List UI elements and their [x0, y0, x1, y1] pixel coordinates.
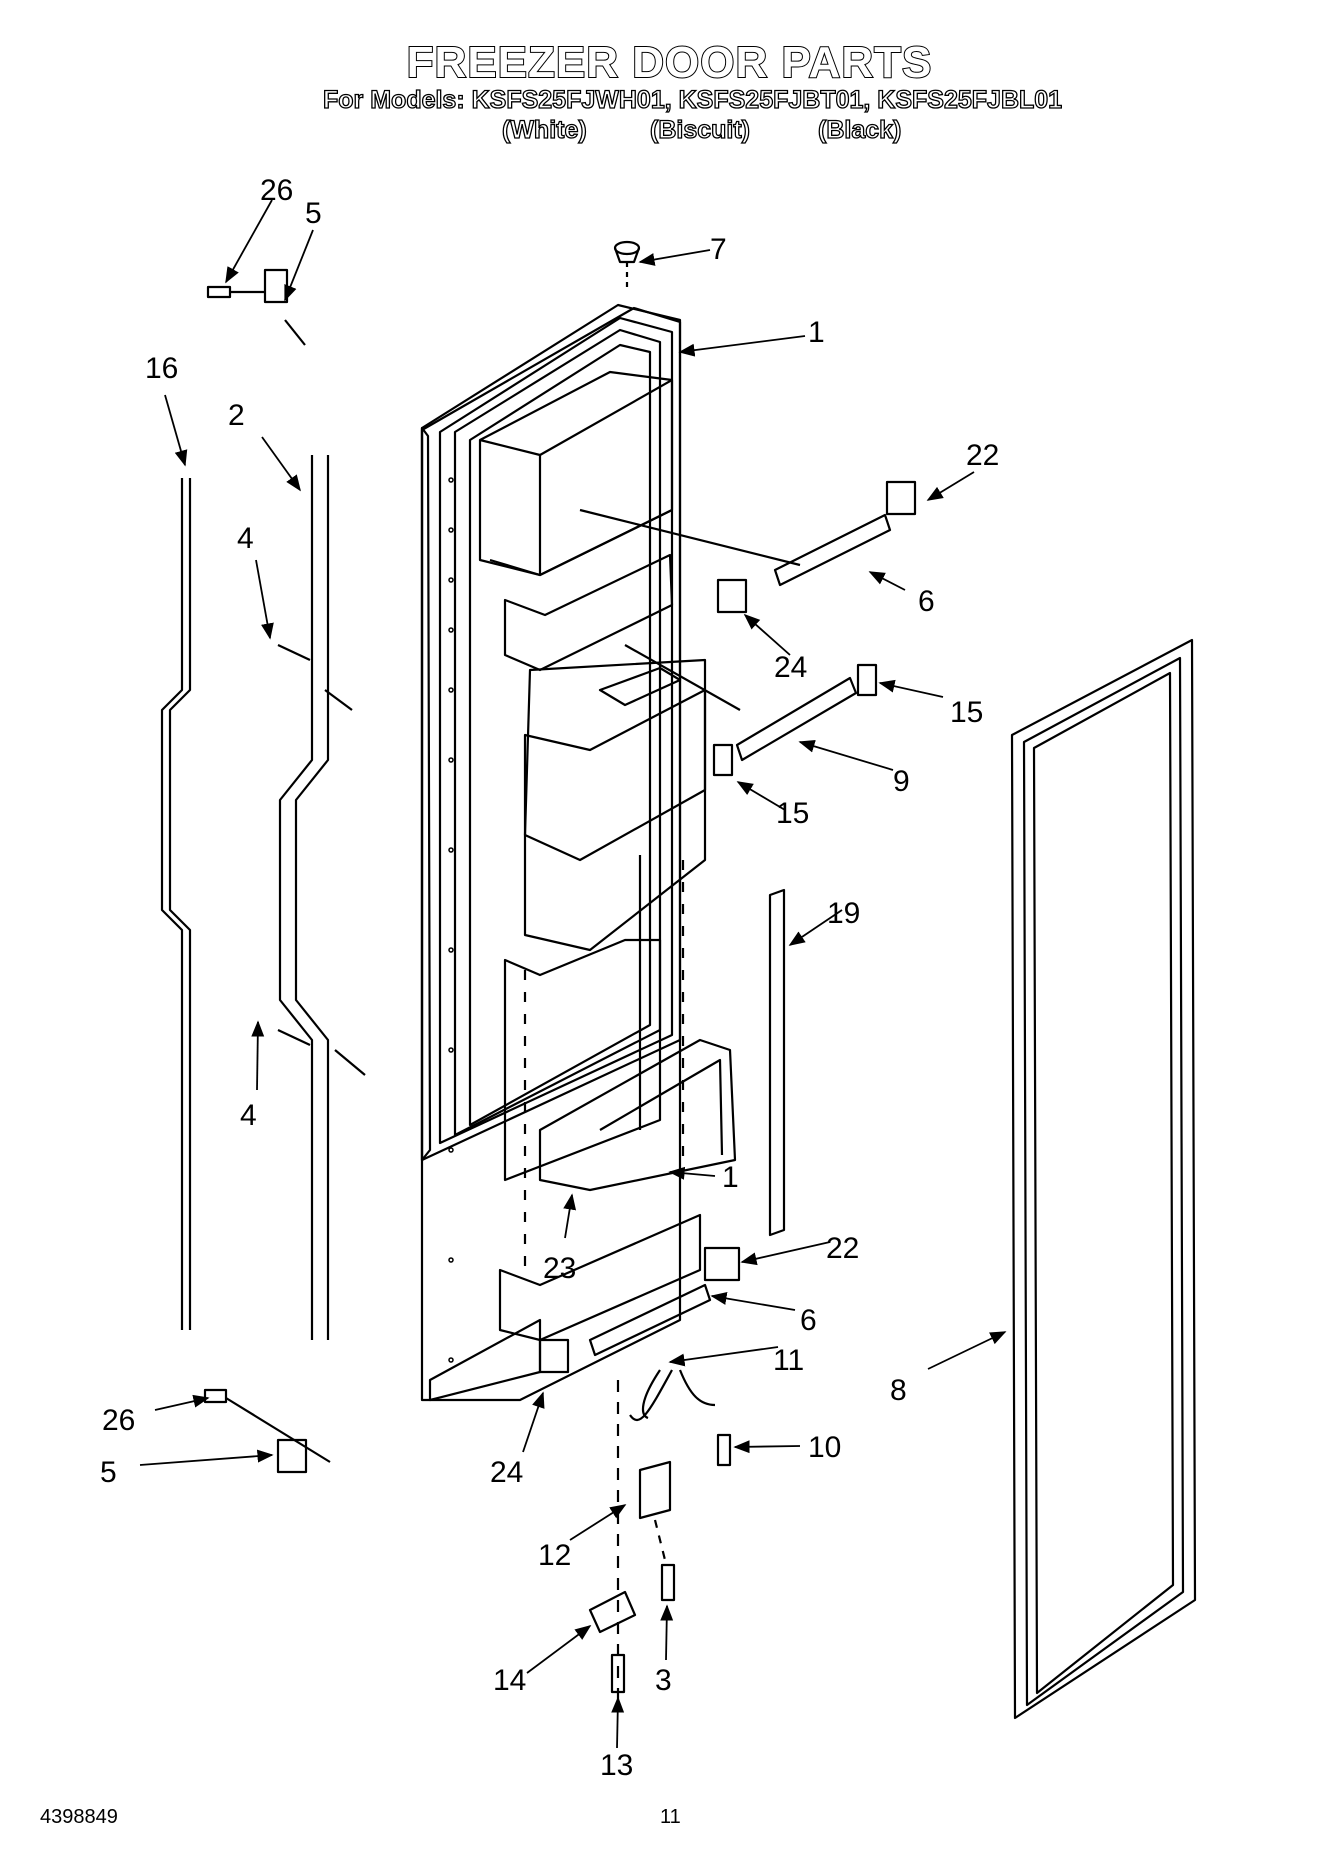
callout-8: 8: [890, 1374, 907, 1407]
callout-23: 23: [543, 1252, 576, 1285]
clip-part-24-lower: [538, 1338, 570, 1374]
wire-harness-part-11: [629, 1369, 716, 1422]
rail-part-6-lower: [588, 1283, 712, 1357]
callout-15-lower: 15: [776, 797, 809, 830]
page-title: FREEZER DOOR PARTS: [406, 37, 933, 88]
callout-9: 9: [893, 765, 910, 798]
callout-24-bottom: 24: [490, 1456, 523, 1489]
rail-part-6-top: [773, 513, 892, 587]
hinge-bar-part-2: [278, 455, 314, 1340]
header: FREEZER DOOR PARTS For Models: KSFS25FJW…: [0, 0, 1339, 150]
callout-4-top: 4: [237, 522, 254, 555]
callout-26-top: 26: [260, 174, 293, 207]
callout-11: 11: [773, 1344, 804, 1377]
page-number: 11: [660, 1806, 681, 1828]
bracket-part-14: [588, 1590, 637, 1634]
screw-part-26-top: [206, 285, 232, 299]
screw-part-26-bottom: [203, 1388, 228, 1404]
callout-4-bottom: 4: [240, 1099, 257, 1132]
callout-1-bottom: 1: [722, 1161, 739, 1194]
gasket-part-8: [1010, 638, 1197, 1720]
callout-22-top: 22: [966, 439, 999, 472]
strip-part-19: [768, 888, 786, 1237]
bin-part-23: [538, 1038, 737, 1192]
callout-10: 10: [808, 1431, 841, 1464]
model-list: For Models: KSFS25FJWH01, KSFS25FJBT01, …: [322, 85, 1063, 114]
callout-12: 12: [538, 1539, 571, 1572]
color-biscuit: (Biscuit): [649, 115, 750, 144]
callout-19: 19: [827, 897, 860, 930]
clip-part-15-upper: [856, 663, 878, 697]
callout-26-bottom: 26: [102, 1404, 135, 1437]
screw-part-13: [610, 1653, 626, 1694]
color-black: (Black): [817, 115, 902, 144]
callout-16: 16: [145, 352, 178, 385]
screw-part-3: [660, 1563, 676, 1602]
callout-5-bottom: 5: [100, 1456, 117, 1489]
callout-1-top: 1: [808, 316, 825, 349]
color-white: (White): [501, 115, 587, 144]
document-number: 4398849: [40, 1806, 118, 1828]
callout-24-top: 24: [774, 651, 807, 684]
door-panel-outline: [420, 306, 682, 1402]
callout-6-top: 6: [918, 585, 935, 618]
callout-3: 3: [655, 1664, 672, 1697]
callout-7: 7: [710, 233, 727, 266]
callout-14: 14: [493, 1664, 526, 1697]
door-liner-part: [420, 303, 707, 1402]
hinge-part-5-bottom: [276, 1438, 308, 1474]
screw-part-10: [716, 1433, 732, 1467]
clip-part-24: [716, 578, 748, 614]
cap-part-7: [613, 240, 641, 264]
clip-part-22-top: [885, 480, 917, 516]
hinge-part-12: [638, 1460, 672, 1520]
callout-13: 13: [600, 1749, 633, 1782]
callout-6-bottom: 6: [800, 1304, 817, 1337]
callout-5-top: 5: [305, 197, 322, 230]
callout-22-bottom: 22: [826, 1232, 859, 1265]
rail-part-9: [735, 676, 858, 762]
strip-part-16: [160, 478, 184, 1330]
callout-2: 2: [228, 399, 245, 432]
callout-15-upper: 15: [950, 696, 983, 729]
clip-part-22-lower: [703, 1246, 741, 1282]
hinge-part-5-top: [263, 268, 289, 304]
clip-part-15-lower: [712, 743, 734, 777]
